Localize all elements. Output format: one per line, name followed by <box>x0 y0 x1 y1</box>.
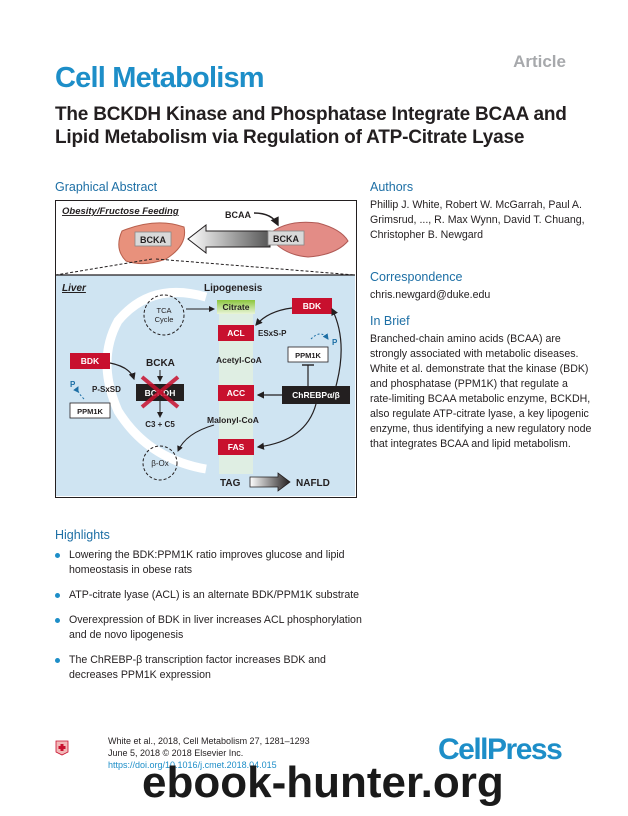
top-panel-label: Obesity/Fructose Feeding <box>62 206 179 217</box>
beta-ox-label: β-Ox <box>151 459 169 468</box>
fas-box <box>218 439 254 455</box>
highlight-item: Overexpression of BDK in liver increases… <box>55 613 375 643</box>
journal-name: Cell Metabolism <box>55 62 265 94</box>
liver-label: Liver <box>62 283 87 294</box>
correspondence-heading: Correspondence <box>370 270 463 284</box>
esxs-p-label: ESxS-P <box>258 329 287 338</box>
chrebp-to-fas-arrow <box>256 403 317 450</box>
acl-label: ACL <box>227 328 244 338</box>
highlight-item: ATP-citrate lyase (ACL) is an alternate … <box>55 588 375 603</box>
doi-link[interactable]: https://doi.org/10.1016/j.cmet.2018.04.0… <box>108 760 277 770</box>
tag-label: TAG <box>220 478 241 489</box>
bdk-to-bckdh-arrow <box>109 362 136 381</box>
correspondence-email[interactable]: chris.newgard@duke.edu <box>370 289 491 301</box>
paper-title: The BCKDH Kinase and Phosphatase Integra… <box>55 104 567 148</box>
bdk-right-box <box>292 298 332 314</box>
p-sxsd-label: P-SxSD <box>92 385 121 394</box>
highlights-list: Lowering the BDK:PPM1K ratio improves gl… <box>55 548 375 683</box>
dephosphorylation-arrow-right <box>310 333 329 340</box>
tca-label: TCA <box>157 306 172 315</box>
highlights-heading: Highlights <box>55 528 110 542</box>
nafld-arrow <box>249 472 291 492</box>
bdk-right-label: BDK <box>303 301 322 311</box>
chrebp-label: ChREBPα/β <box>292 390 340 400</box>
citation-text: White et al., 2018, Cell Metabolism 27, … <box>108 736 310 746</box>
fas-label: FAS <box>228 442 245 452</box>
citrate-label: Citrate <box>223 302 250 312</box>
zoom-line-left <box>55 258 153 276</box>
publication-date: June 5, 2018 © 2018 Elsevier Inc. <box>108 748 244 758</box>
ppm1k-right-box <box>287 346 329 363</box>
bcaa-arrow <box>253 212 279 227</box>
p-left-label: P <box>70 380 76 389</box>
watermark: ebook-hunter.org <box>142 758 504 807</box>
citation-footer: White et al., 2018, Cell Metabolism 27, … <box>108 735 310 771</box>
in-brief-section: In Brief Branched-chain amino acids (BCA… <box>370 314 592 452</box>
c3-c5-label: C3 + C5 <box>145 420 175 429</box>
in-brief-text: Branched-chain amino acids (BCAA) are st… <box>370 333 592 450</box>
chrebp-to-bdk-arrow <box>331 307 342 387</box>
dephosphorylation-arrow-left <box>73 386 85 400</box>
bcka-box-left <box>134 231 172 247</box>
correspondence-section: Correspondence chris.newgard@duke.edu <box>370 270 590 303</box>
inhibition-x-line-2 <box>140 375 180 409</box>
highlight-item: Lowering the BDK:PPM1K ratio improves gl… <box>55 548 375 578</box>
ppm1k-left-box <box>69 402 111 419</box>
lipogenesis-label: Lipogenesis <box>204 283 263 294</box>
graphical-abstract: Obesity/Fructose Feeding BCAA BCKA BCKA … <box>55 200 357 498</box>
authors-list: Phillip J. White, Robert W. McGarrah, Pa… <box>370 199 585 241</box>
highlight-text: Lowering the BDK:PPM1K ratio improves gl… <box>69 549 345 576</box>
bullet-icon <box>55 658 60 663</box>
highlights-section: Highlights Lowering the BDK:PPM1K ratio … <box>55 528 375 693</box>
acc-label: ACC <box>227 388 245 398</box>
bcka-flow-arrow <box>187 223 271 255</box>
acetyl-coa-label: Acetyl-CoA <box>216 355 262 365</box>
tca-cycle-circle <box>143 294 185 336</box>
in-brief-heading: In Brief <box>370 314 410 328</box>
graphical-abstract-figure: Obesity/Fructose Feeding BCAA BCKA BCKA … <box>55 201 356 496</box>
article-tag: Article <box>513 52 566 71</box>
ppm1k-left-label: PPM1K <box>77 407 103 416</box>
authors-section: Authors Phillip J. White, Robert W. McGa… <box>370 180 590 243</box>
acl-box <box>218 325 254 341</box>
bcka-box-right <box>267 230 305 246</box>
highlight-text: The ChREBP-β transcription factor increa… <box>69 654 326 681</box>
beta-ox-circle <box>142 445 178 481</box>
zoom-line-right <box>155 258 356 276</box>
bcka-left-label: BCKA <box>140 235 166 245</box>
tca-cycle-label: Cycle <box>155 315 174 324</box>
bullet-icon <box>55 618 60 623</box>
bdk-to-acl-arrow <box>255 307 293 326</box>
bullet-icon <box>55 553 60 558</box>
malonyl-inhibits-betaox <box>177 424 215 452</box>
bdk-left-label: BDK <box>81 356 100 366</box>
bcaa-label: BCAA <box>225 210 251 220</box>
highlight-text: ATP-citrate lyase (ACL) is an alternate … <box>69 589 360 601</box>
authors-heading: Authors <box>370 180 414 194</box>
p-right-label: P <box>332 338 338 347</box>
crossmark-icon[interactable] <box>55 740 69 756</box>
acc-box <box>218 385 254 401</box>
malonyl-coa-label: Malonyl-CoA <box>207 415 259 425</box>
cellpress-logo: CellPress <box>438 733 563 766</box>
highlight-text: Overexpression of BDK in liver increases… <box>69 614 362 641</box>
ppm1k-right-label: PPM1K <box>295 351 321 360</box>
bcka-mito-label: BCKA <box>146 358 175 369</box>
highlight-item: The ChREBP-β transcription factor increa… <box>55 653 375 683</box>
bullet-icon <box>55 593 60 598</box>
bcka-right-label: BCKA <box>273 234 299 244</box>
graphical-abstract-heading: Graphical Abstract <box>55 180 158 194</box>
nafld-label: NAFLD <box>296 478 330 489</box>
citrate-box <box>217 300 255 314</box>
bdk-left-box <box>70 353 110 369</box>
chrebp-box <box>282 386 350 404</box>
